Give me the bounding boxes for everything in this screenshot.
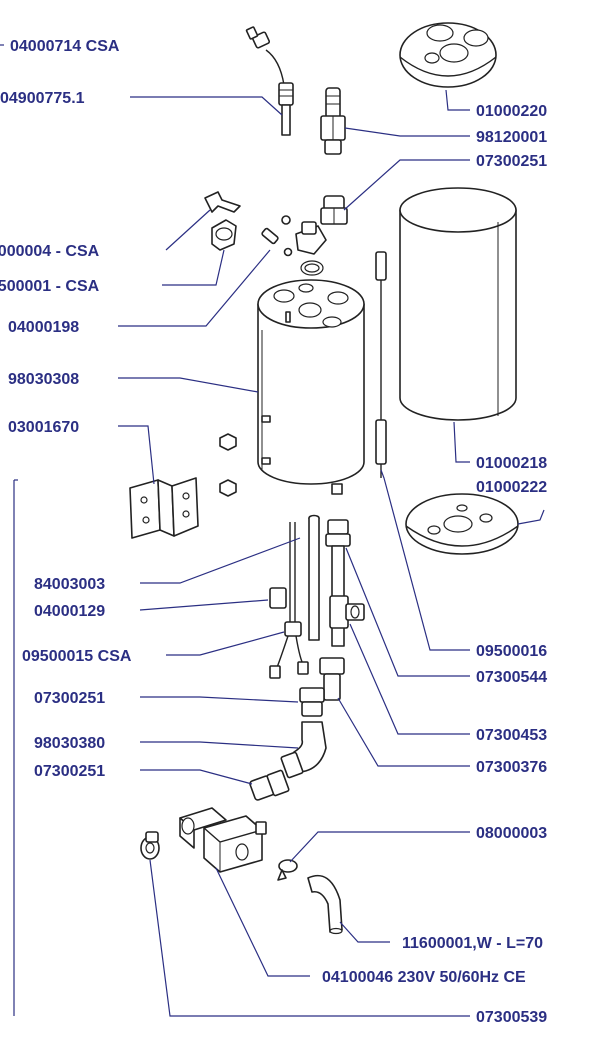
thermostat-09500001-drawing: [211, 219, 237, 251]
plate-bottom-drawing: [405, 493, 519, 555]
label-08000003: 08000003: [476, 825, 547, 842]
bracket-03001670-drawing: [129, 477, 199, 539]
label-04000129: 04000129: [34, 603, 105, 620]
t-fitting-07300453-drawing: [329, 595, 365, 629]
elbow-98030380-drawing: [280, 721, 327, 779]
fitting-07300251-low-drawing: [249, 769, 290, 801]
label-84003003: 84003003: [34, 576, 105, 593]
clamp-08000003-drawing: [277, 859, 298, 881]
fitting-07300251-top-drawing: [320, 195, 348, 225]
label-07300376: 07300376: [476, 759, 547, 776]
fitting-07300539-drawing: [140, 831, 160, 860]
label-98120001: 98120001: [476, 129, 547, 146]
label-04900775: 04900775.1: [0, 90, 85, 107]
leader-lines: [0, 44, 545, 1017]
label-98000004: 98000004 - CSA: [0, 243, 100, 260]
nuts-drawing: [219, 433, 237, 497]
label-09500015: 09500015 CSA: [22, 648, 132, 665]
label-01000218: 01000218: [476, 455, 547, 472]
fitting-07300251-mid-drawing: [299, 687, 325, 717]
label-01000220: 01000220: [476, 103, 547, 120]
hose-11600001-drawing: [307, 874, 343, 935]
label-07300544: 07300544: [476, 669, 547, 686]
tube-84003003-drawing: [308, 514, 320, 641]
label-04000714: 04000714 CSA: [10, 38, 120, 55]
label-07300539: 07300539: [476, 1009, 547, 1026]
label-07300251-mid: 07300251: [34, 690, 105, 707]
probe-09500016-drawing: [375, 251, 387, 478]
insulation-cylinder-drawing: [399, 187, 517, 421]
label-07300251-top: 07300251: [476, 153, 547, 170]
boiler-drawing: [257, 279, 365, 495]
label-98030308: 98030308: [8, 371, 79, 388]
label-09500016: 09500016: [476, 643, 547, 660]
small-parts-04000198-drawing: [261, 215, 327, 276]
label-04000198: 04000198: [8, 319, 79, 336]
label-07300453: 07300453: [476, 727, 547, 744]
label-07300251-low: 07300251: [34, 763, 105, 780]
label-11600001: 11600001,W - L=70: [402, 935, 543, 952]
label-09500001: 09500001 - CSA: [0, 278, 100, 295]
heating-element-drawing: [269, 522, 309, 679]
label-04100046: 04100046 230V 50/60Hz CE: [322, 969, 526, 986]
plate-top-drawing: [399, 22, 497, 88]
fitting-98120001-drawing: [320, 87, 346, 155]
label-03001670: 03001670: [8, 419, 79, 436]
solenoid-valve-drawing: [179, 807, 267, 873]
fitting-07300376-drawing: [319, 657, 345, 701]
temperature-sensor-drawing: [245, 26, 294, 136]
part-labels: 04000714 CSA 04900775.1 01000220 9812000…: [0, 38, 547, 1026]
label-01000222: 01000222: [476, 479, 547, 496]
clip-98000004-drawing: [204, 191, 241, 213]
label-98030380: 98030380: [34, 735, 105, 752]
